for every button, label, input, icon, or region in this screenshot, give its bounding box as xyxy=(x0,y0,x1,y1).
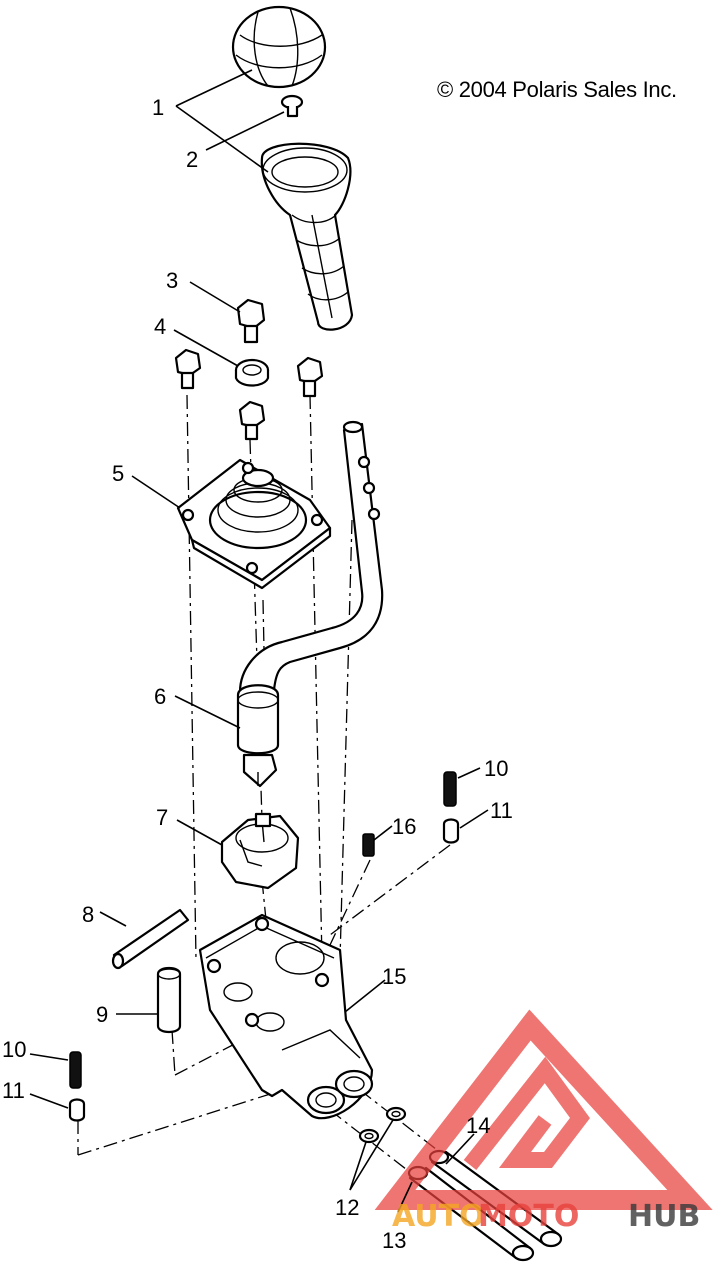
o-rings xyxy=(358,1106,407,1144)
watermark-hub: HUB xyxy=(628,1199,700,1234)
detent-spring-right xyxy=(443,771,457,807)
copyright-notice: © 2004 Polaris Sales Inc. xyxy=(437,77,677,102)
callout-11-left: 11 xyxy=(2,1078,25,1103)
bolt-right xyxy=(296,356,324,398)
shift-lever xyxy=(236,420,384,788)
callout-3: 3 xyxy=(166,268,178,293)
shift-knob xyxy=(231,5,327,89)
callout-4: 4 xyxy=(154,314,166,339)
set-screw xyxy=(362,833,375,857)
callout-5: 5 xyxy=(112,461,124,486)
callout-10-left: 10 xyxy=(2,1037,26,1062)
callout-9: 9 xyxy=(96,1002,108,1027)
callout-labels: 1 2 3 4 5 6 7 8 9 10 11 10 11 12 13 14 1… xyxy=(2,95,513,1253)
watermark-moto: MOTO xyxy=(478,1199,579,1234)
callout-8: 8 xyxy=(82,902,94,927)
leader-lines xyxy=(29,69,489,1213)
bolt-center xyxy=(238,400,266,441)
bolt-top xyxy=(236,298,266,344)
callout-6: 6 xyxy=(154,684,166,709)
watermark-logo xyxy=(374,1009,713,1210)
callout-2: 2 xyxy=(186,147,198,172)
dowel xyxy=(156,966,182,1034)
callout-13: 13 xyxy=(382,1228,406,1253)
watermark-auto: AUTO xyxy=(392,1199,485,1234)
callout-12: 12 xyxy=(335,1195,359,1220)
callout-7: 7 xyxy=(156,805,168,830)
shifter-housing xyxy=(198,913,374,1120)
detent-ball-left xyxy=(68,1098,86,1122)
small-screw xyxy=(280,94,304,118)
callout-14: 14 xyxy=(466,1113,490,1138)
callout-11-right: 11 xyxy=(490,798,513,823)
shift-housing-block xyxy=(220,812,300,890)
knob-boot xyxy=(260,142,354,331)
callout-1: 1 xyxy=(152,95,164,120)
detent-spring-left xyxy=(69,1051,82,1089)
boot-plate xyxy=(176,458,332,590)
bushing-ring xyxy=(234,358,270,387)
watermark-text: AUTO MOTO HUB xyxy=(392,1199,700,1234)
detent-ball-right xyxy=(442,818,460,844)
callout-15: 15 xyxy=(382,964,406,989)
callout-10-right: 10 xyxy=(484,756,508,781)
callout-16: 16 xyxy=(392,814,416,839)
bolt-left xyxy=(174,348,202,390)
pin-long xyxy=(111,908,190,970)
